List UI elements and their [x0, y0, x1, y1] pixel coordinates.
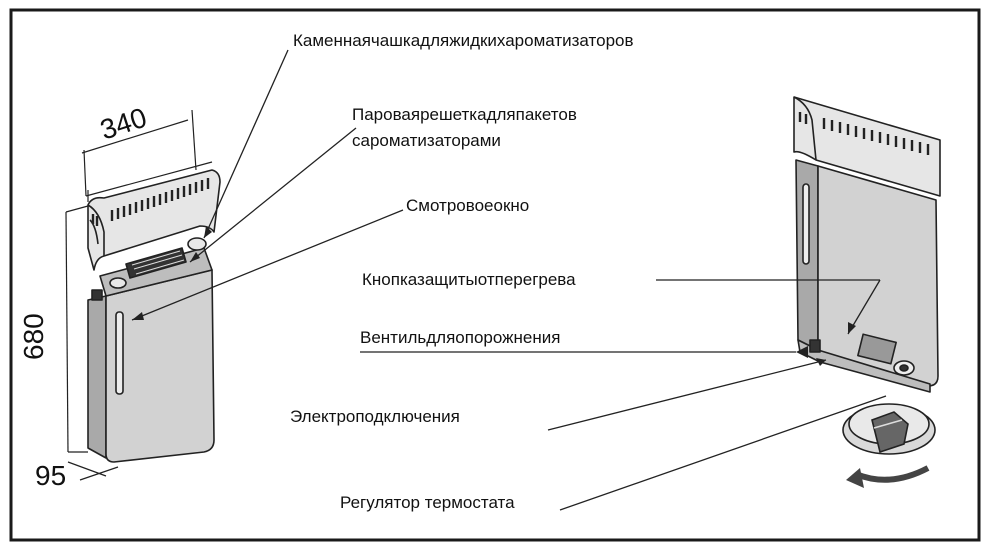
left-vent-hood — [87, 169, 221, 271]
outer-frame — [9, 8, 981, 542]
dimension-depth: 95 — [35, 460, 67, 491]
label-electrical: Электроподключения — [290, 407, 460, 426]
left-vent-slits — [91, 178, 210, 226]
label-thermostat: Регулятор термостата — [340, 493, 515, 512]
label-stone-bowl: Каменнаячашкадляжидкихароматизаторов — [293, 31, 634, 50]
thermostat-detail — [842, 403, 936, 488]
left-knob-1 — [109, 277, 127, 289]
label-steam-grid-line1: Пароваярешеткадляпакетов — [352, 105, 577, 124]
left-heater-side — [87, 295, 107, 459]
right-vent-hood — [793, 96, 941, 197]
label-view-window: Смотровоеокно — [406, 196, 530, 215]
left-control — [91, 289, 103, 301]
left-knob-2 — [187, 237, 207, 251]
left-heater — [87, 169, 221, 463]
dimension-lines — [65, 109, 213, 481]
label-drain-valve: Вентильдляопорожнения — [360, 328, 561, 347]
arrowheads — [132, 226, 856, 366]
right-view-slot — [802, 183, 810, 265]
label-overheat-button: Кнопказащитыотперегрева — [362, 270, 576, 289]
leader-lines — [131, 49, 887, 511]
electrical-box — [857, 333, 897, 365]
drain-valve-part — [809, 339, 821, 353]
view-slot — [115, 311, 124, 395]
dimension-height: 680 — [18, 313, 49, 360]
left-heater-body — [105, 269, 215, 463]
right-vent-slits — [798, 112, 930, 155]
right-heater — [793, 96, 941, 393]
label-steam-grid-line2: сароматизаторами — [352, 131, 501, 150]
